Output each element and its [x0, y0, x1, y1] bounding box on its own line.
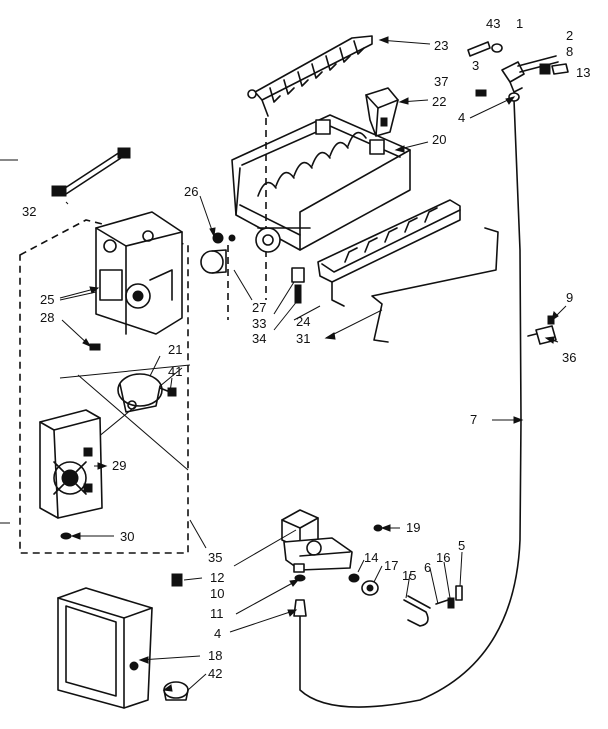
callout-32: 32 — [22, 204, 36, 219]
part-12-grommet — [171, 573, 183, 587]
callout-31: 31 — [296, 331, 310, 346]
callout-18: 18 — [208, 648, 222, 663]
callout-14: 14 — [364, 550, 378, 565]
callout-1: 1 — [516, 16, 523, 31]
callout-42: 42 — [208, 666, 222, 681]
part-37-screw — [475, 89, 487, 97]
part-42-knob — [163, 681, 189, 701]
callout-30: 30 — [120, 529, 134, 544]
callout-21: 21 — [168, 342, 182, 357]
part-17-nut — [361, 580, 379, 596]
part-43-clamp — [467, 41, 491, 57]
part-25-module-housing — [95, 211, 183, 335]
part-35-module-outline — [19, 219, 189, 554]
callout-34: 34 — [252, 331, 266, 346]
callout-16: 16 — [436, 550, 450, 565]
part-14-washer — [348, 573, 360, 583]
part-29-mounting-plate — [39, 409, 103, 519]
part-28-screw — [89, 343, 101, 351]
part-5-screw — [455, 585, 463, 601]
part-2-tube — [517, 55, 559, 73]
callout-17: 17 — [384, 558, 398, 573]
callout-4-bottom: 4 — [214, 626, 221, 641]
callout-20: 20 — [432, 132, 446, 147]
callout-4-top: 4 — [458, 110, 465, 125]
part-41-screw — [167, 387, 177, 397]
callout-2: 2 — [566, 28, 573, 43]
callout-43: 43 — [486, 16, 500, 31]
part-33-clip — [291, 267, 305, 283]
callout-12: 12 — [210, 570, 224, 585]
part-21-motor — [117, 373, 171, 413]
callout-25: 25 — [40, 292, 54, 307]
part-4-bottom-fitting — [293, 599, 307, 617]
part-15-tube-elbow — [403, 595, 431, 627]
part-3-fitting — [501, 61, 525, 93]
callout-28: 28 — [40, 310, 54, 325]
callout-13: 13 — [576, 65, 590, 80]
part-23-ejector-comb — [247, 35, 373, 117]
callout-24: 24 — [296, 314, 310, 329]
part-11-nut — [294, 574, 306, 582]
part-32-wire-harness — [51, 147, 131, 197]
callout-11: 11 — [210, 606, 224, 621]
part-24-heater-rail — [317, 199, 461, 307]
callout-labels: 43 1 2 3 8 13 37 23 22 4 20 26 32 25 28 … — [22, 16, 590, 681]
callout-22: 22 — [432, 94, 446, 109]
part-18-ice-bin — [57, 587, 153, 709]
part-31-shutoff-arm — [371, 227, 499, 343]
callout-27: 27 — [252, 300, 266, 315]
leader-lines — [59, 39, 567, 691]
callout-3: 3 — [472, 58, 479, 73]
callout-41: 41 — [168, 364, 182, 379]
arrowheads — [70, 36, 559, 692]
part-13-insert — [551, 63, 569, 75]
part-8-sleeve — [539, 63, 551, 75]
callout-19: 19 — [406, 520, 420, 535]
callout-8: 8 — [566, 44, 573, 59]
part-1-nut — [491, 43, 503, 53]
callout-33: 33 — [252, 316, 266, 331]
callout-7: 7 — [470, 412, 477, 427]
part-34-screw — [294, 284, 302, 304]
callout-36: 36 — [562, 350, 576, 365]
part-26-27-motor-coupling — [200, 232, 236, 274]
callout-35: 35 — [208, 550, 222, 565]
part-22-cover — [365, 87, 399, 137]
part-30-screw — [60, 532, 72, 540]
callout-10: 10 — [210, 586, 224, 601]
part-16-screw — [447, 597, 455, 609]
callout-37: 37 — [434, 74, 448, 89]
callout-26: 26 — [184, 184, 198, 199]
callout-5: 5 — [458, 538, 465, 553]
part-9-screw — [547, 315, 555, 325]
part-10-water-valve — [281, 509, 353, 573]
callout-23: 23 — [434, 38, 448, 53]
part-20-ice-mold — [231, 114, 411, 253]
callout-6: 6 — [424, 560, 431, 575]
callout-29: 29 — [112, 458, 126, 473]
callout-9: 9 — [566, 290, 573, 305]
part-7-fill-tube — [299, 99, 522, 708]
callout-15: 15 — [402, 568, 416, 583]
